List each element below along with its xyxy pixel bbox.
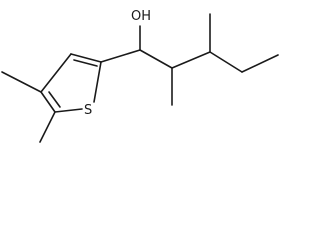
bond-c2-c3 [70, 53, 102, 63]
bond-c5-methyl [39, 111, 56, 143]
molecule-diagram: OH S [1, 9, 279, 143]
structure-svg: OH S [1, 9, 279, 143]
bond-c3-c4 [40, 53, 72, 93]
sulfur-label: S [84, 103, 92, 118]
bond-ethyl-b [241, 54, 279, 73]
bond-ch-ch2 [171, 51, 211, 69]
bond-s-c2 [93, 61, 102, 103]
bond-c2-c3-inner [73, 59, 98, 67]
bond-ch2-ethyl-a [209, 51, 243, 73]
bond-c5-s [54, 108, 83, 113]
bond-c4-c5-inner [48, 91, 61, 108]
bond-carbinol-ch [139, 49, 173, 69]
hydroxyl-label: OH [131, 9, 151, 24]
bond-c4-methyl [1, 71, 42, 93]
bond-ring-carbinol [100, 49, 141, 63]
bond-c4-c5 [40, 91, 56, 113]
